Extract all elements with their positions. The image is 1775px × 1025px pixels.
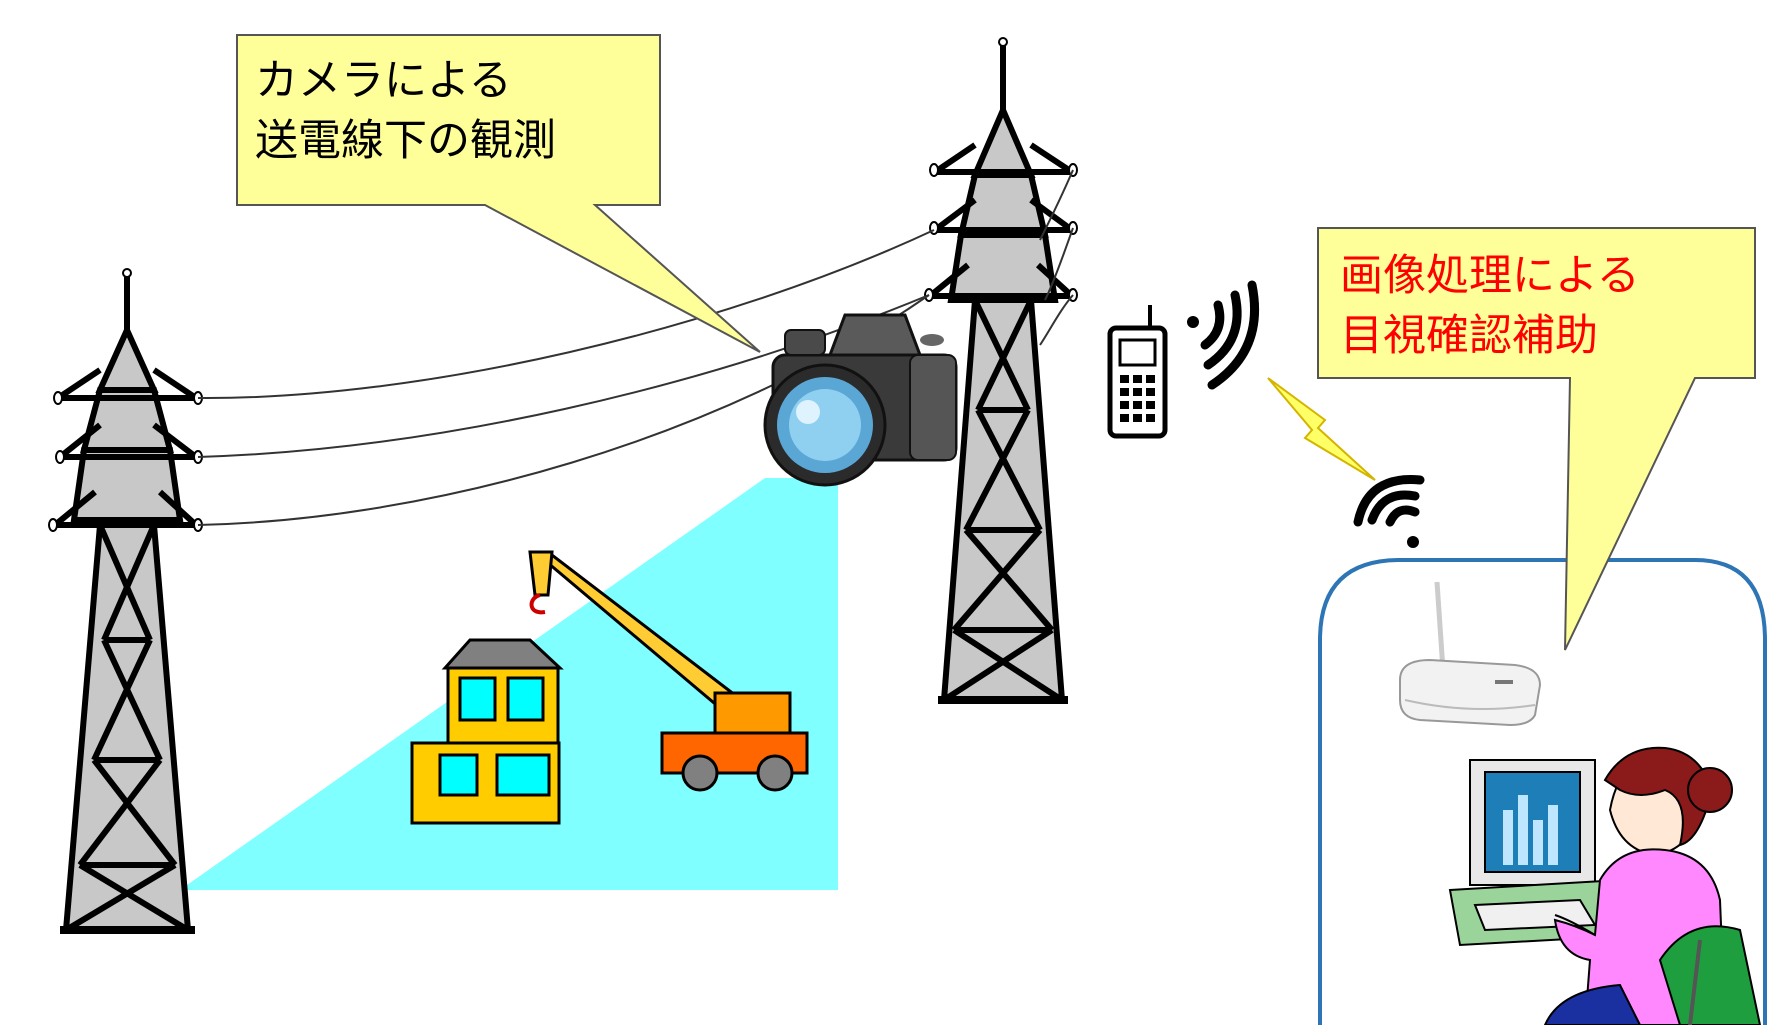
operator-person-icon: [1543, 746, 1762, 1025]
callout-processing: 画像処理による 目視確認補助: [1317, 227, 1756, 651]
wifi-icon: [1353, 475, 1425, 548]
radio-waves-icon: [1187, 280, 1259, 390]
wireless-router-icon: [1399, 581, 1542, 727]
callout-camera-line1: カメラによる: [255, 56, 512, 106]
mobile-phone-icon: [1107, 305, 1168, 439]
left-transmission-tower-icon: [48, 268, 203, 934]
callout-processing-line2: 目視確認補助: [1340, 311, 1598, 361]
callout-camera: カメラによる 送電線下の観測: [236, 34, 761, 353]
camera-icon: [763, 313, 958, 487]
lightning-icon: [1267, 377, 1376, 481]
callout-processing-line1: 画像処理による: [1340, 251, 1640, 301]
building-icon: [410, 638, 564, 825]
callout-camera-line2: 送電線下の観測: [255, 116, 556, 166]
right-transmission-tower-icon: [924, 37, 1078, 704]
crane-icon: [528, 550, 809, 792]
